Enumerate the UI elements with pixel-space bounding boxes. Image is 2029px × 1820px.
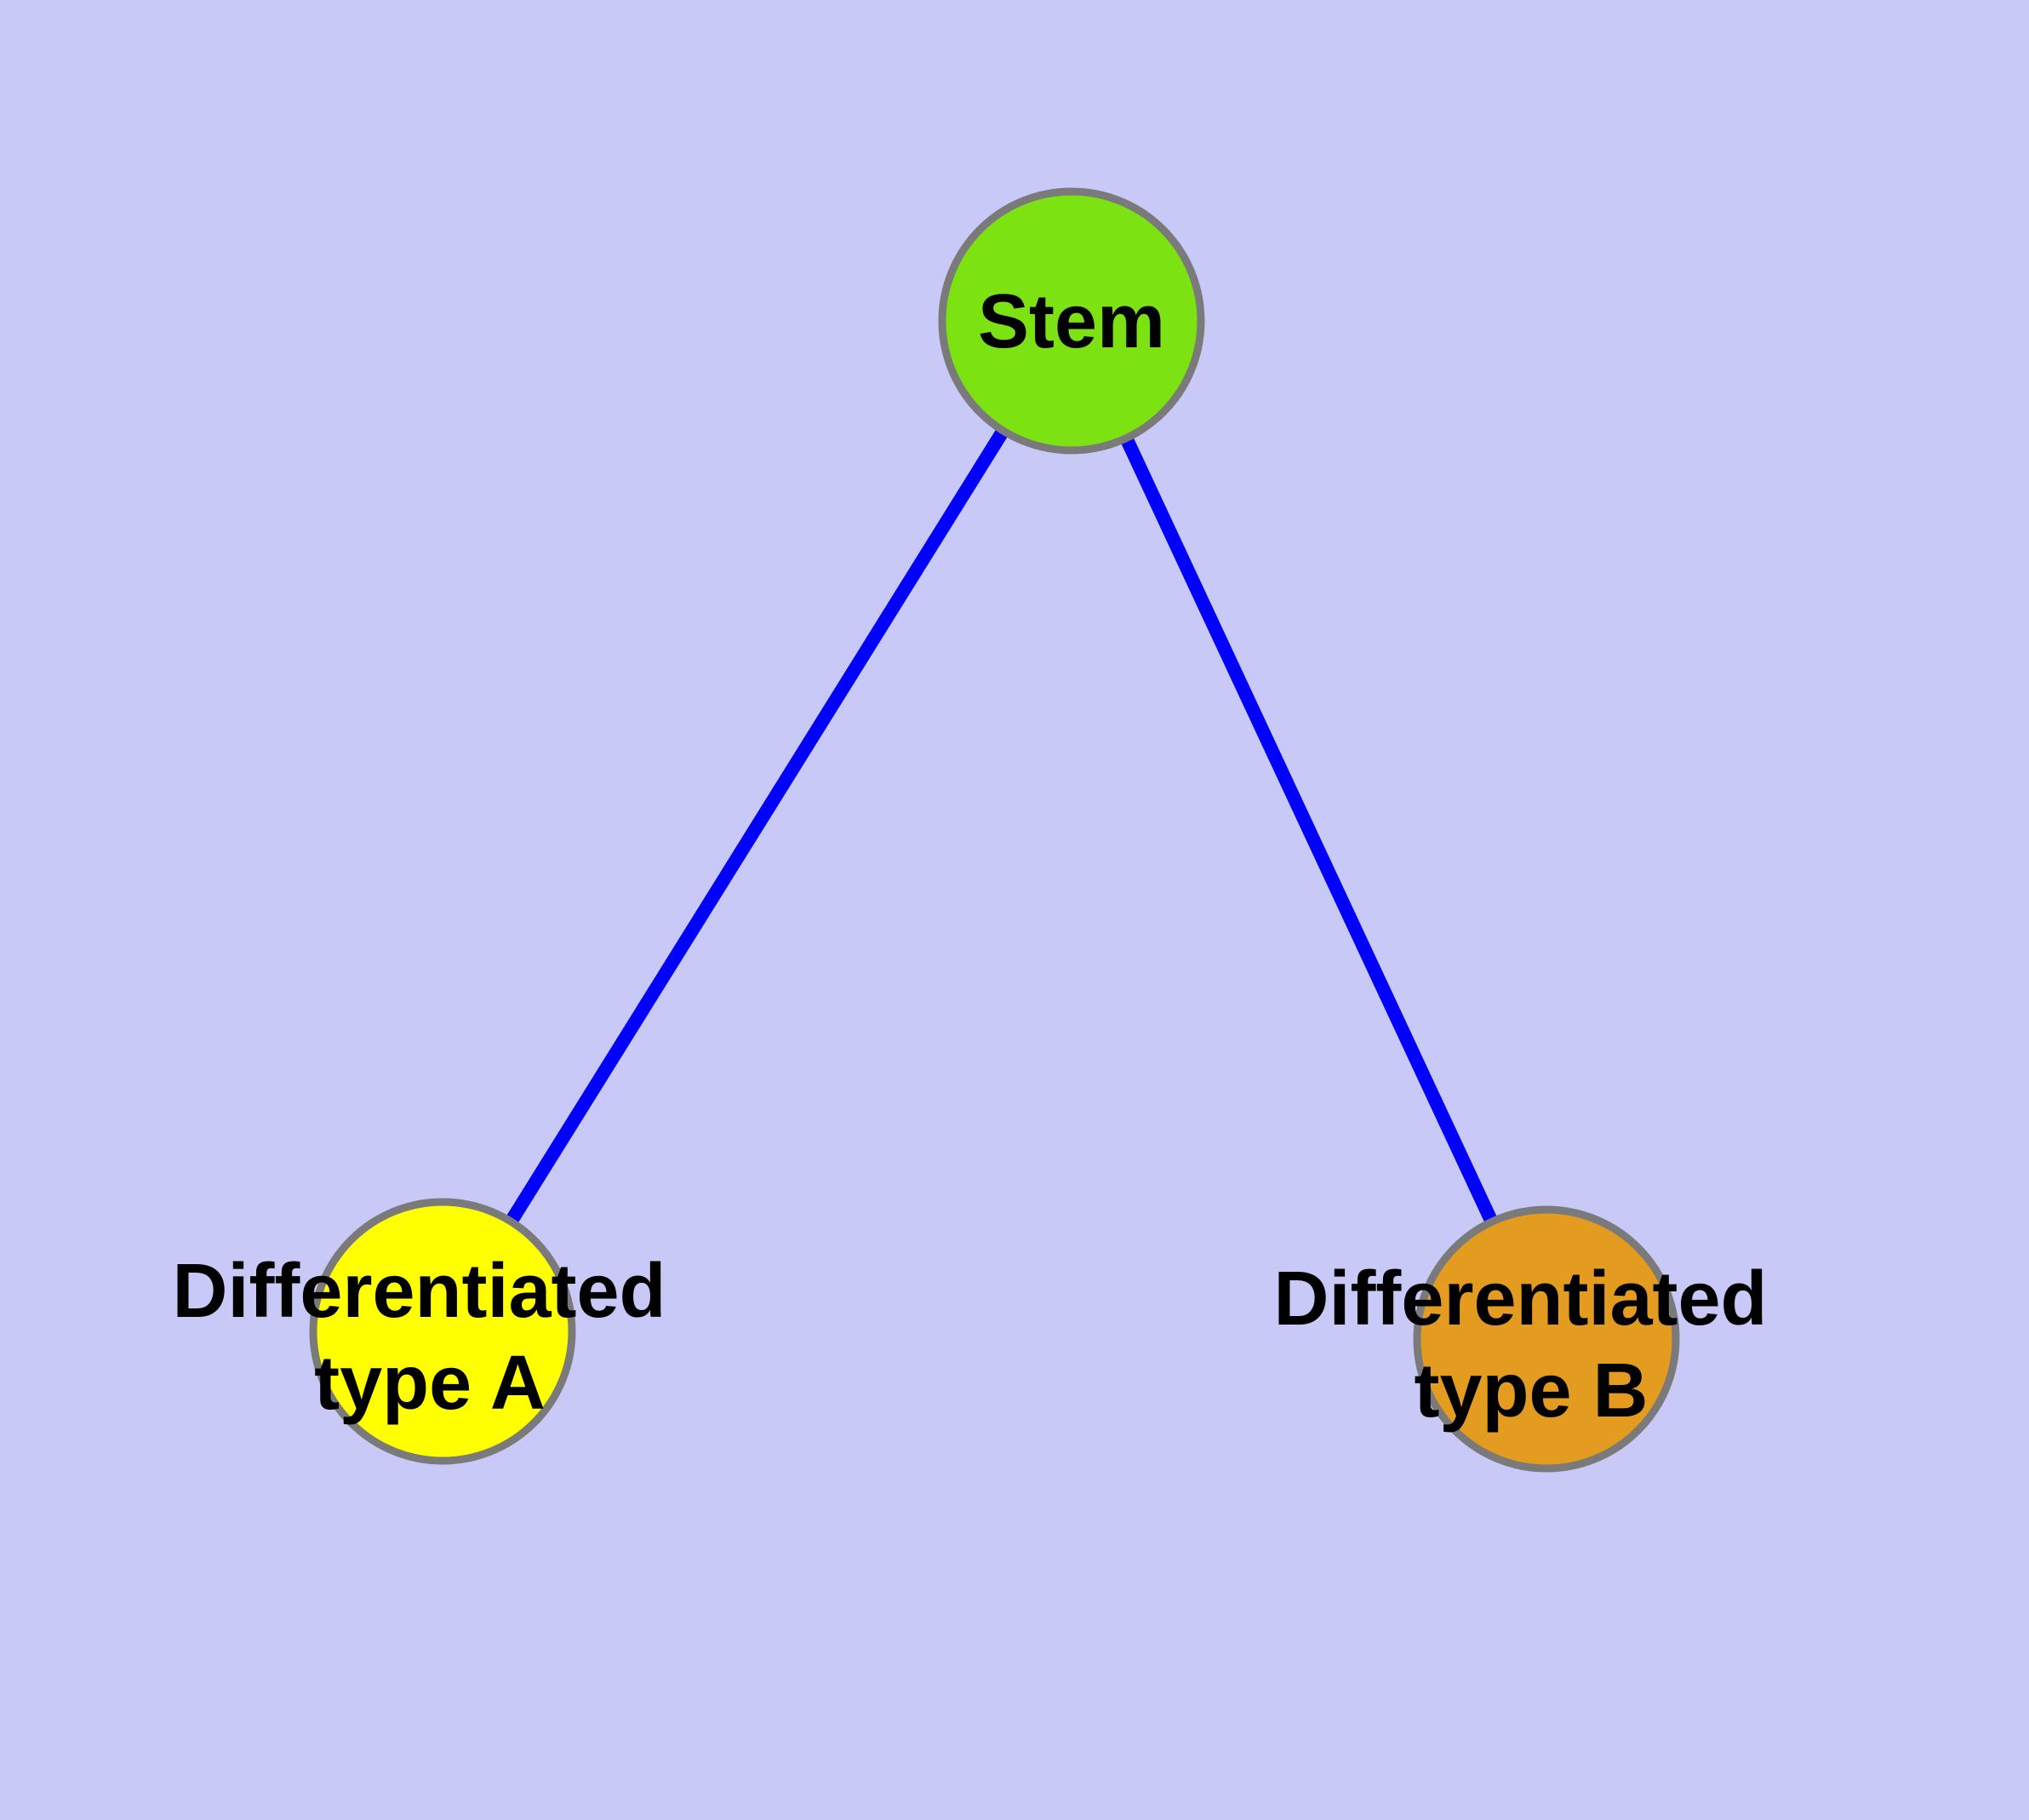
node-differentiated-type-a[interactable]: Differentiated type A <box>172 1198 687 1465</box>
node-differentiated-type-b-label: Differentiated type B <box>1273 1256 1788 1434</box>
node-differentiated-type-b[interactable]: Differentiated type B <box>1273 1205 1788 1473</box>
node-stem-label: Stem <box>978 279 1165 364</box>
node-stem[interactable]: Stem <box>938 187 1205 455</box>
edge-stem-to-type-b <box>1065 318 1553 1342</box>
edge-layer <box>437 317 1553 1342</box>
node-differentiated-type-b-circle[interactable] <box>1413 1205 1680 1473</box>
node-differentiated-type-b-label-line2: type B <box>1414 1348 1648 1434</box>
node-differentiated-type-a-label-line2: type A <box>314 1341 546 1426</box>
node-differentiated-type-a-label: Differentiated type A <box>172 1249 687 1426</box>
edge-stem-to-type-a <box>437 317 1077 1336</box>
node-stem-circle[interactable] <box>938 187 1205 455</box>
node-differentiated-type-a-circle[interactable] <box>309 1198 576 1465</box>
node-differentiated-type-b-label-line1: Differentiated <box>1273 1256 1767 1342</box>
node-differentiated-type-a-label-line1: Differentiated <box>172 1249 666 1334</box>
